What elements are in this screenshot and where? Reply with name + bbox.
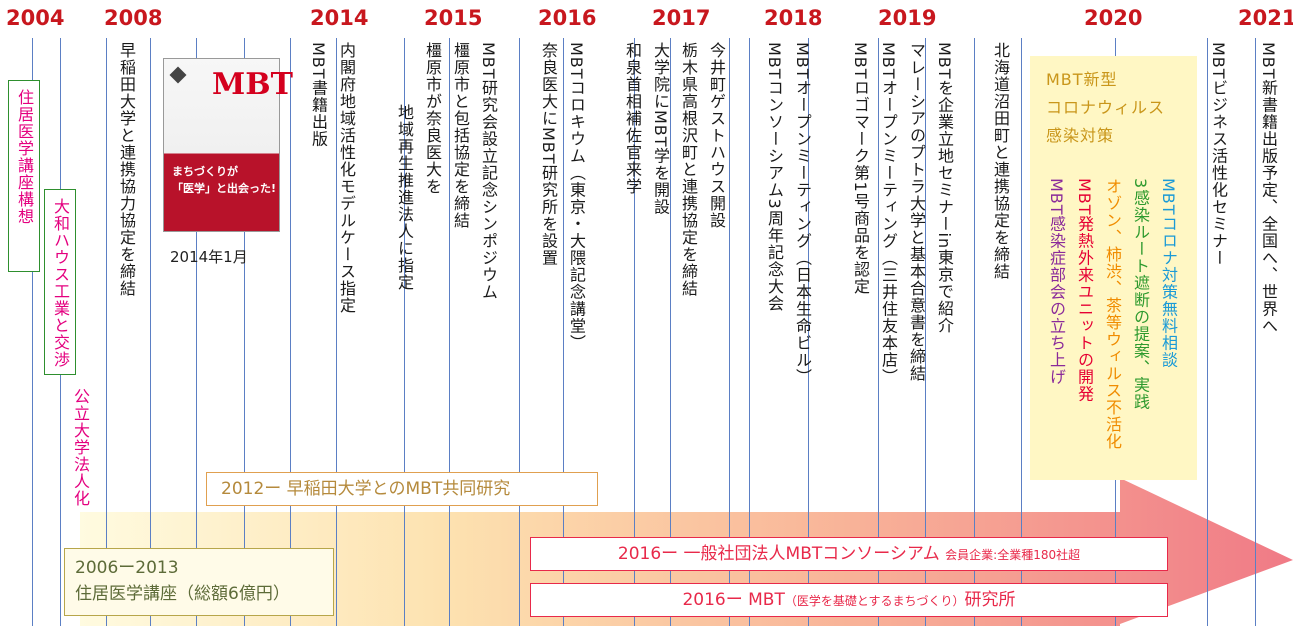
year-label: 2008 [104,6,163,30]
timeline-line [563,38,564,626]
daiwa-box: 大和ハウス工業と交渉 [44,189,76,375]
timeline-line [634,38,635,626]
timeline-line [974,38,975,626]
event-daigakuin: 大学院にMBT学を開設 [651,42,670,216]
timeline-line [244,38,245,626]
timeline-line [1021,38,1022,626]
event-seminar: MBTを企業立地セミナーin東京で紹介 [935,42,954,335]
event-logo: MBTロゴマーク第1号商品を認定 [851,42,870,295]
event-tochigi: 栃木県高根沢町と連携協定を締結 [679,42,698,297]
event-malaysia: マレーシアのプトラ大学と基本合意書を締結 [907,42,926,382]
book-caption: 2014年1月 [170,248,248,266]
ippan-main-text: 2016ー 一般社団法人MBTコンソーシアム [617,544,940,564]
juukyo-kouza-bar: 2006ー2013 住居医学講座（総額6億円） [64,548,334,616]
year-label: 2019 [878,6,937,30]
covid-item-three-routes: 3感染ルート遮断の提案、実践 [1131,178,1150,411]
timeline-line [290,38,291,626]
timeline-line [878,38,879,626]
timeline-line [729,38,730,626]
kouza-detail: 住居医学講座（総額6億円） [75,584,290,604]
year-label: 2017 [652,6,711,30]
event-imai: 今井町ゲストハウス開設 [707,42,726,229]
ippan-sub-text: 会員企業:全業種180社超 [945,548,1081,562]
diamond-icon [169,66,187,84]
year-label: 2021 [1238,6,1293,30]
event-naikaku: 内閣府地域活性化モデルケース指定 [337,42,356,314]
timeline-line [749,38,750,626]
lab-suffix-text: 研究所 [964,590,1016,610]
event-nara-lab: 奈良医大にMBT研究所を設置 [539,42,558,267]
kouza-period: 2006ー2013 [75,558,179,578]
year-label: 2018 [764,6,823,30]
event-open2: MBTオープンミーティング（三井住友本店） [879,42,898,386]
covid-title-2: コロナウィルス [1046,98,1166,117]
timeline-line [1207,38,1208,626]
covid-item-infection-committee: MBT感染症部会の立ち上げ [1047,178,1066,386]
covid-item-fever-unit: MBT発熱外来ユニットの開発 [1075,178,1094,403]
waseda-research-text: 2012ー 早稲田大学とのMBT共同研究 [221,479,511,499]
year-label: 2004 [6,6,65,30]
koritsu-text: 公立大学法人化 [71,388,90,507]
event-book: MBT書籍出版 [309,42,328,148]
lab-prefix-text: 2016ー MBT [682,590,785,610]
timeline-line [404,38,405,626]
event-chiiki: 地域再生推進法人に指定 [395,104,414,291]
year-label: 2020 [1084,6,1143,30]
event-kashihara-city: 橿原市と包括協定を締結 [451,42,470,229]
timeline-line [336,38,337,626]
timeline-line [196,38,197,626]
book-cover-image: MBT まちづくりが 「医学」と出会った! [163,58,293,232]
event-business: MBTビジネス活性化セミナー [1209,42,1228,267]
daiwa-text: 大和ハウス工業と交渉 [51,198,70,368]
event-open1: MBTオープンミーティング（日本生命ビル） [793,42,812,386]
year-label: 2016 [538,6,597,30]
covid-item-free-consult: MBTコロナ対策無料相談 [1159,178,1178,369]
event-mbt-symposium: MBT研究会設立記念シンポジウム [479,42,498,301]
covid-title-3: 感染対策 [1046,126,1115,145]
timeline-line [519,38,520,626]
timeline-line [32,38,33,626]
year-label: 2015 [424,6,483,30]
event-izumi: 和泉首相補佐官来学 [623,42,642,195]
timeline-line [1255,38,1256,626]
covid-title-1: MBT新型 [1046,70,1118,89]
covid-item-inactivation: オゾン、柿渋、茶等ウィルス不活化 [1103,178,1122,450]
book-cover-title-2: 「医学」と出会った! [172,182,277,195]
book-cover-logo: MBT [212,67,293,102]
mbt-lab-bar: 2016ー MBT（医学を基礎とするまちづくり）研究所 [530,583,1168,617]
timeline-line [670,38,671,626]
event-consortium3: MBTコンソーシアム3周年記念大会 [765,42,784,312]
timeline-line [150,38,151,626]
event-colloquium: MBTコロキウム（東京・大隈記念講堂） [567,42,586,352]
juukyo-kouza-box: 住居医学講座構想 [8,80,40,272]
event-kashihara-nara: 橿原市が奈良医大を [423,42,442,195]
year-label: 2014 [310,6,369,30]
waseda-research-bar: 2012ー 早稲田大学とのMBT共同研究 [206,472,598,506]
juukyo-kouza-text: 住居医学講座構想 [15,89,34,225]
timeline-line [808,38,809,626]
timeline-line [925,38,926,626]
book-cover-title-1: まちづくりが [172,165,238,178]
lab-small-text: （医学を基礎とするまちづくり） [784,594,965,608]
event-hokkaido: 北海道沼田町と連携協定を締結 [991,42,1010,280]
event-new-book: MBT新書籍出版予定、全国へ、世界へ [1259,42,1278,335]
covid-measures-panel [1030,56,1197,480]
timeline-line [449,38,450,626]
event-waseda: 早稲田大学と連携協力協定を締結 [117,42,136,297]
ippan-consortium-bar: 2016ー 一般社団法人MBTコンソーシアム 会員企業:全業種180社超 [530,537,1168,571]
timeline-line [106,38,107,626]
